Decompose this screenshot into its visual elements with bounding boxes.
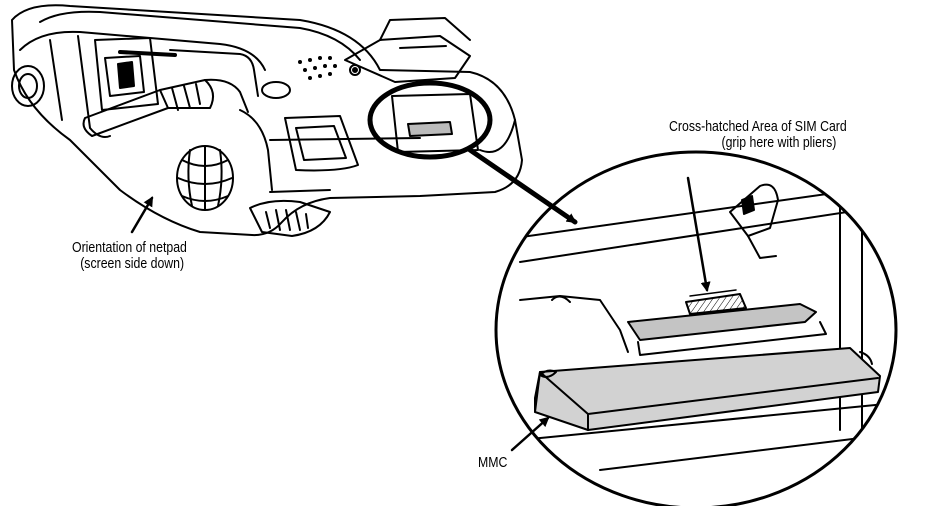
orientation-label-line2: (screen side down): [80, 255, 185, 272]
zoom-inset: [494, 150, 898, 510]
mmc-arrow: [510, 416, 550, 452]
netpad-device: [11, 4, 523, 237]
sim-card-arrow: [686, 176, 711, 292]
zoom-arrow: [467, 147, 578, 225]
mmc-label: MMC: [478, 455, 507, 471]
sim-card-label-line1: Cross-hatched Area of SIM Card: [669, 118, 847, 135]
orientation-label-line1: Orientation of netpad: [72, 239, 187, 256]
sim-card-label-line2: (grip here with pliers): [721, 134, 837, 151]
orientation-label: Orientation of netpad (screen side down): [72, 240, 187, 272]
sim-card-label: Cross-hatched Area of SIM Card (grip her…: [669, 119, 847, 151]
mmc-label-text: MMC: [478, 454, 508, 471]
orientation-arrow: [130, 196, 154, 234]
sim-bay-highlight: [367, 80, 493, 160]
